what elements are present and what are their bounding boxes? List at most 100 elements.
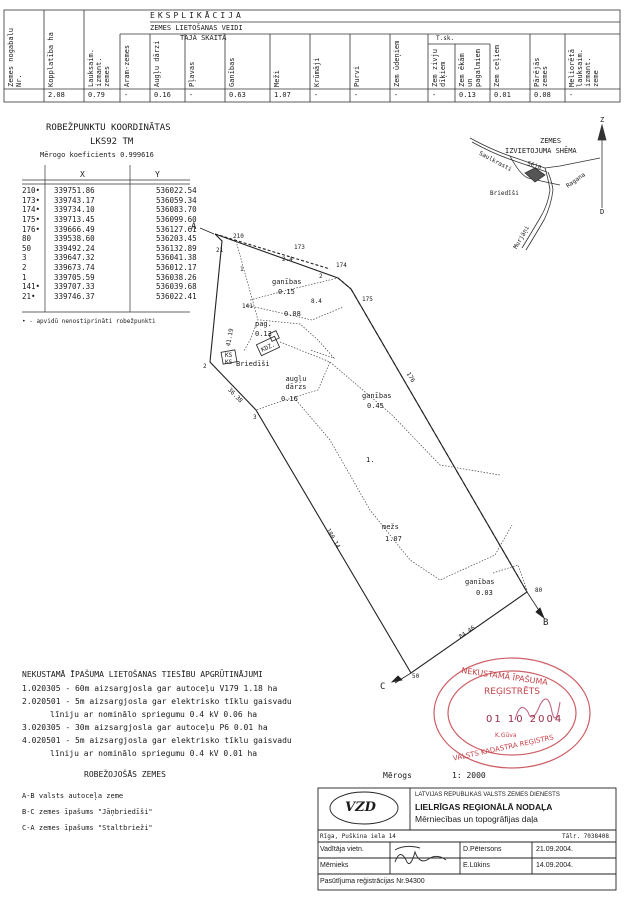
point-175: 175 xyxy=(362,296,373,303)
parcel-ganibas-3-area: 0.03 xyxy=(476,589,493,597)
coordinates-footnote: • - apvidū nenostiprināti robežpunkti xyxy=(22,318,156,325)
explication-value: - xyxy=(124,91,129,99)
explication-subtitle: ZEMES LIETOŠANAS VEIDI xyxy=(150,24,243,32)
coordinate-x: 339673.74 xyxy=(54,263,95,273)
scale-label: Mērogs xyxy=(383,771,412,780)
coordinates-table-lines xyxy=(22,165,190,313)
explication-value: 0.63 xyxy=(229,91,246,99)
registration-stamp xyxy=(433,657,591,769)
parcel-internal-lines xyxy=(235,240,528,591)
explication-value: 0.08 xyxy=(534,91,551,99)
parcel-ganibas-2: ganības xyxy=(362,392,392,400)
coordinate-row: 1 339705.59 536038.26 xyxy=(22,272,197,282)
south-label: D xyxy=(600,208,605,216)
explication-value: - xyxy=(314,91,319,99)
explication-value: 0.16 xyxy=(154,91,171,99)
parcel-augludarzs: augļu dārzs xyxy=(285,375,307,391)
signatures xyxy=(394,845,447,865)
coordinate-x: 339751.86 xyxy=(54,186,95,196)
coordinate-y: 536099.60 xyxy=(156,215,197,225)
explication-value: - xyxy=(432,91,437,99)
role-1: Vadītāja vietn. xyxy=(320,846,364,853)
point-50: 50 xyxy=(412,673,420,680)
coordinate-pt: 21• xyxy=(22,291,36,301)
coordinate-pt: 50 xyxy=(22,243,32,253)
coordinate-row: 175• 339713.45 536099.60 xyxy=(22,215,197,225)
coordinate-pt: 1 xyxy=(22,272,27,282)
coordinate-x: 339713.45 xyxy=(54,215,95,225)
point-3: 3 xyxy=(253,414,257,421)
neighbour-bc: B-C zemes īpašums "Jāņbriedīši" xyxy=(22,808,153,816)
stamp-registered: REĢISTRĒTS xyxy=(484,687,540,697)
coordinate-pt: 2 xyxy=(22,263,27,273)
scheme-label-briedisi: Briedīši xyxy=(490,190,519,197)
point-174: 174 xyxy=(336,262,347,269)
building-ks-1: KS xyxy=(225,352,233,359)
explication-value: 1.07 xyxy=(274,91,291,99)
location-scheme-map xyxy=(469,123,607,251)
coordinate-y: 536203.45 xyxy=(156,234,197,244)
stamp-date: 01 10 2004 xyxy=(486,714,564,725)
vzd-logo: VZD xyxy=(345,800,376,815)
coordinate-y: 536038.26 xyxy=(156,272,197,282)
y-header: Y xyxy=(155,170,160,179)
coordinate-x: 339492.24 xyxy=(54,243,95,253)
org-line-1: LATVIJAS REPUBLIKAS VALSTS ZEMES DIENEST… xyxy=(415,792,560,798)
coordinate-y: 536132.89 xyxy=(156,243,197,253)
encumbrances-title: NEKUSTAMĀ ĪPAŠUMA LIETOŠANAS TIESĪBU APG… xyxy=(22,670,263,679)
coordinate-pt: 141• xyxy=(22,282,41,292)
coordinates-title: ROBEŽPUNKTU KOORDINĀTAS xyxy=(46,123,171,133)
explication-value: 0.13 xyxy=(459,91,476,99)
corner-b: B xyxy=(543,618,549,628)
explication-value: 0.79 xyxy=(88,91,105,99)
explication-value: - xyxy=(569,91,574,99)
scale-coefficient: Mērogo koeficients 0.999616 xyxy=(40,151,154,159)
org-line-3: Mērniecības un topogrāfijas daļa xyxy=(415,814,538,824)
parcel-2-area: 0.08 xyxy=(284,310,301,318)
buildings xyxy=(220,330,281,365)
title-block-lines xyxy=(317,787,617,891)
coordinate-y: 536059.34 xyxy=(156,195,197,205)
coordinate-pt: 3 xyxy=(22,253,27,263)
corner-c: C xyxy=(380,682,386,692)
role-2: Mērnieks xyxy=(320,862,349,869)
explication-value: 2.08 xyxy=(48,91,65,99)
building-ks-2: KS xyxy=(225,359,233,366)
order-register: Pasūtījuma reģistrācijas Nr.94300 xyxy=(320,878,425,885)
coordinate-pt: 175• xyxy=(22,215,41,225)
coordinate-x: 339707.33 xyxy=(54,282,95,292)
coordinate-x: 339734.10 xyxy=(54,205,95,215)
explication-title: EKSPLIKĀCIJA xyxy=(150,11,244,20)
explication-value: - xyxy=(189,91,194,99)
parcel-mezs: mežs xyxy=(382,523,399,531)
point-1: 1 xyxy=(240,266,244,273)
encumbrance-4-cont: līniju ar nominālo spriegumu 0.4 kV 0.01… xyxy=(50,749,258,758)
x-header: X xyxy=(80,170,85,179)
coordinate-x: 339647.32 xyxy=(54,253,95,263)
point-210: 210 xyxy=(233,233,244,240)
scheme-title-2: IZVIETOJUMA SHĒMA xyxy=(505,147,577,155)
name-1: D.Pētersons xyxy=(463,846,502,853)
parcel-pag: pag. xyxy=(255,320,272,328)
coordinates-system: LKS92 TM xyxy=(90,137,134,147)
coordinate-pt: 176• xyxy=(22,224,41,234)
coordinate-y: 536039.68 xyxy=(156,282,197,292)
scheme-title-1: ZEMES xyxy=(540,137,562,145)
phone: Tālr. 7038408 xyxy=(562,833,609,840)
explication-value: - xyxy=(394,91,399,99)
parcel-augludarzs-area: 0.16 xyxy=(281,395,298,403)
name-2: E.Lūkins xyxy=(463,862,490,869)
coordinate-pt: 210• xyxy=(22,186,41,196)
date-2: 14.09.2004. xyxy=(536,862,573,869)
coordinate-y: 536022.41 xyxy=(156,291,197,301)
parcel-mezs-area: 1.07 xyxy=(385,535,402,543)
parcel-ganibas-1: ganības xyxy=(272,278,302,286)
coordinate-x: 339705.59 xyxy=(54,272,95,282)
